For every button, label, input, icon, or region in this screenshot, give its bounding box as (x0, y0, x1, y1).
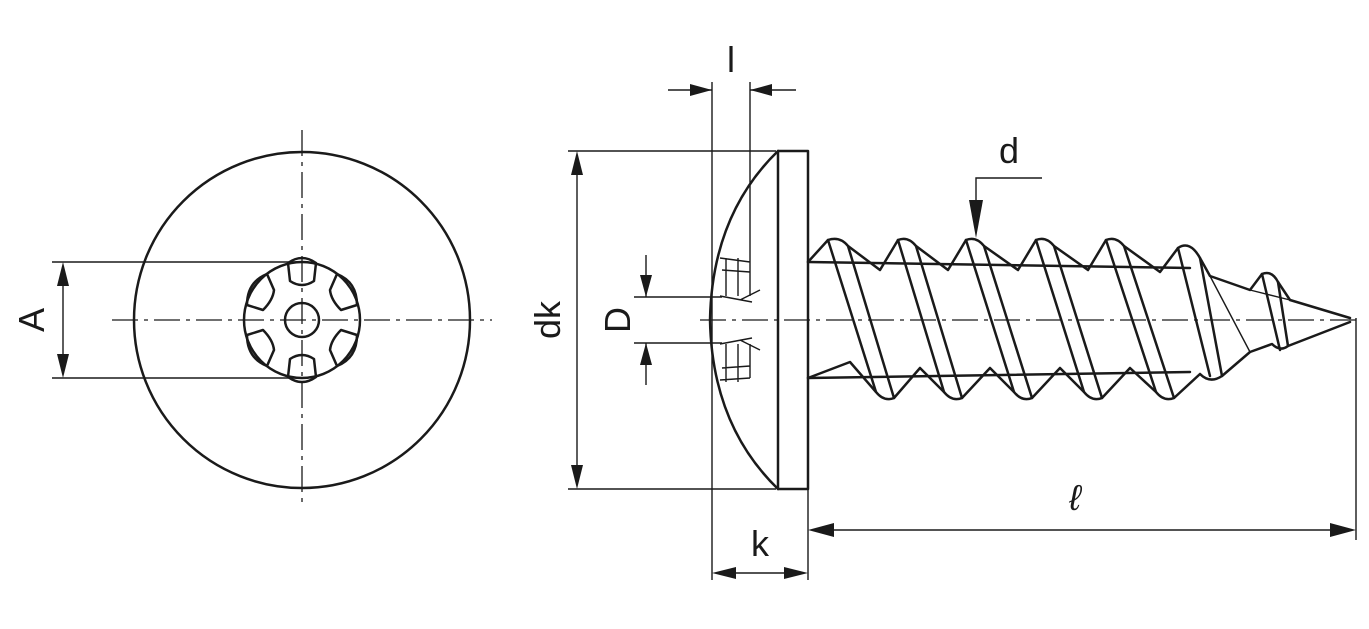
dim-dk-label: dk (527, 300, 568, 339)
dim-d-label: d (999, 130, 1019, 171)
thread-profile-bottom (806, 320, 1352, 401)
dim-k-arrow-right (784, 567, 808, 579)
dim-D-label: D (597, 307, 638, 333)
dim-l-arrow-left (690, 84, 712, 96)
head-outline-circle (132, 150, 472, 490)
recess-outer-circle (242, 260, 362, 380)
dim-length-arrow-right (1330, 523, 1356, 537)
dim-d-arrow (969, 200, 983, 238)
thread-flanks (826, 238, 1290, 400)
dim-d-leader (975, 177, 1042, 212)
six-lobe-recess-icon (245, 256, 359, 384)
dim-D-arrow-bottom (640, 343, 652, 365)
head-collar (776, 149, 810, 491)
dim-A-arrow-bottom (57, 354, 69, 378)
button-head-dome (708, 149, 780, 491)
dim-A-arrow-top (57, 262, 69, 286)
dim-dk-arrow-bottom (571, 465, 583, 489)
dim-l-label: l (727, 39, 735, 80)
front-view: A (11, 130, 492, 505)
dim-l-arrow-right (750, 84, 772, 96)
security-pin-circle (283, 301, 321, 339)
dim-length-label: ℓ (1068, 477, 1083, 518)
side-view: l dk D d k ℓ (527, 39, 1360, 580)
dim-D-arrow-top (640, 275, 652, 297)
dim-A-label: A (11, 308, 52, 332)
dim-length-arrow-left (808, 523, 834, 537)
dim-k-arrow-left (712, 567, 736, 579)
recess-section-lines (719, 257, 761, 382)
screw-point-detail (1209, 275, 1291, 353)
dim-dk-arrow-top (571, 151, 583, 175)
dim-k-label: k (751, 523, 770, 564)
